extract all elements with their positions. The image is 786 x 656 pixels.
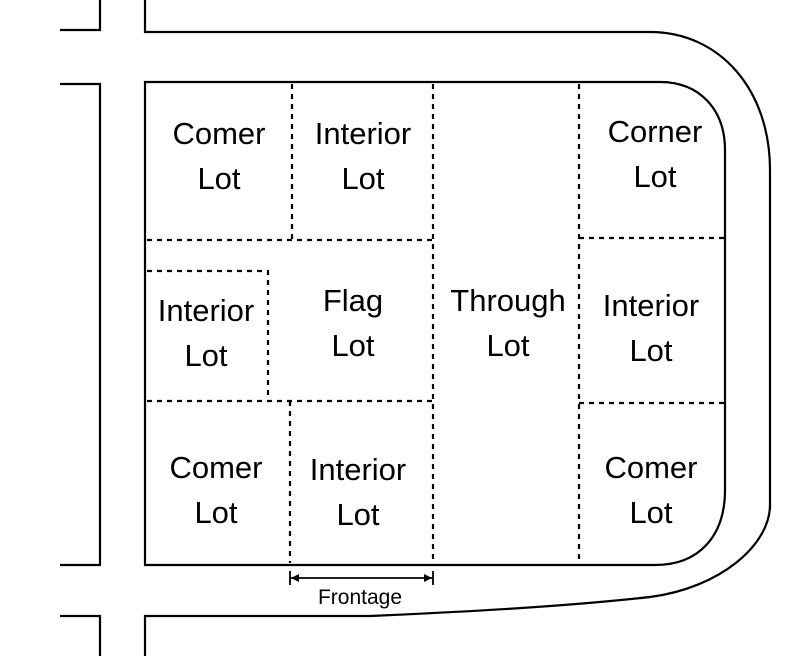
lot-label-south-interior: Interior Lot: [310, 452, 406, 532]
frontage-arrow-left: [291, 574, 299, 582]
lot-label-west-interior: Interior Lot: [158, 293, 254, 373]
svg-text:Lot: Lot: [629, 495, 672, 530]
lot-line-flag-pole: [147, 269, 270, 400]
lot-label-se-corner: Comer Lot: [604, 450, 697, 530]
svg-text:Comer: Comer: [604, 450, 697, 485]
lot-label-through: Through Lot: [450, 283, 565, 363]
west-street-edge-middle: [60, 82, 102, 567]
west-street-edge-upper: [60, 0, 102, 32]
lot-label-north-interior: Interior Lot: [315, 116, 411, 196]
frontage-dimension: Frontage: [289, 571, 434, 609]
svg-text:Comer: Comer: [172, 116, 265, 151]
svg-text:Interior: Interior: [315, 116, 411, 151]
svg-text:Interior: Interior: [158, 293, 254, 328]
svg-text:Lot: Lot: [331, 328, 374, 363]
svg-text:Comer: Comer: [169, 450, 262, 485]
lot-label-nw-corner: Comer Lot: [172, 116, 265, 196]
svg-text:Lot: Lot: [629, 333, 672, 368]
lot-label-flag: Flag Lot: [323, 283, 383, 363]
svg-text:Through: Through: [450, 283, 565, 318]
svg-text:Interior: Interior: [310, 452, 406, 487]
block-outline: [143, 80, 727, 567]
lot-label-ne-corner: Corner Lot: [608, 114, 703, 194]
svg-text:Lot: Lot: [194, 495, 237, 530]
svg-text:Lot: Lot: [633, 159, 676, 194]
svg-text:Lot: Lot: [197, 161, 240, 196]
svg-text:Lot: Lot: [184, 338, 227, 373]
lot-label-east-interior: Interior Lot: [603, 288, 699, 368]
frontage-label: Frontage: [318, 586, 402, 609]
svg-text:Lot: Lot: [341, 161, 384, 196]
frontage-arrow-right: [424, 574, 432, 582]
inner-street-edge-top: [143, 0, 772, 510]
svg-text:Lot: Lot: [336, 497, 379, 532]
svg-text:Corner: Corner: [608, 114, 703, 149]
inner-street-edge-bottom: [143, 504, 772, 656]
svg-text:Flag: Flag: [323, 283, 383, 318]
lot-label-sw-corner: Comer Lot: [169, 450, 262, 530]
west-street-edge-lower: [60, 614, 102, 656]
svg-text:Interior: Interior: [603, 288, 699, 323]
svg-text:Lot: Lot: [486, 328, 529, 363]
